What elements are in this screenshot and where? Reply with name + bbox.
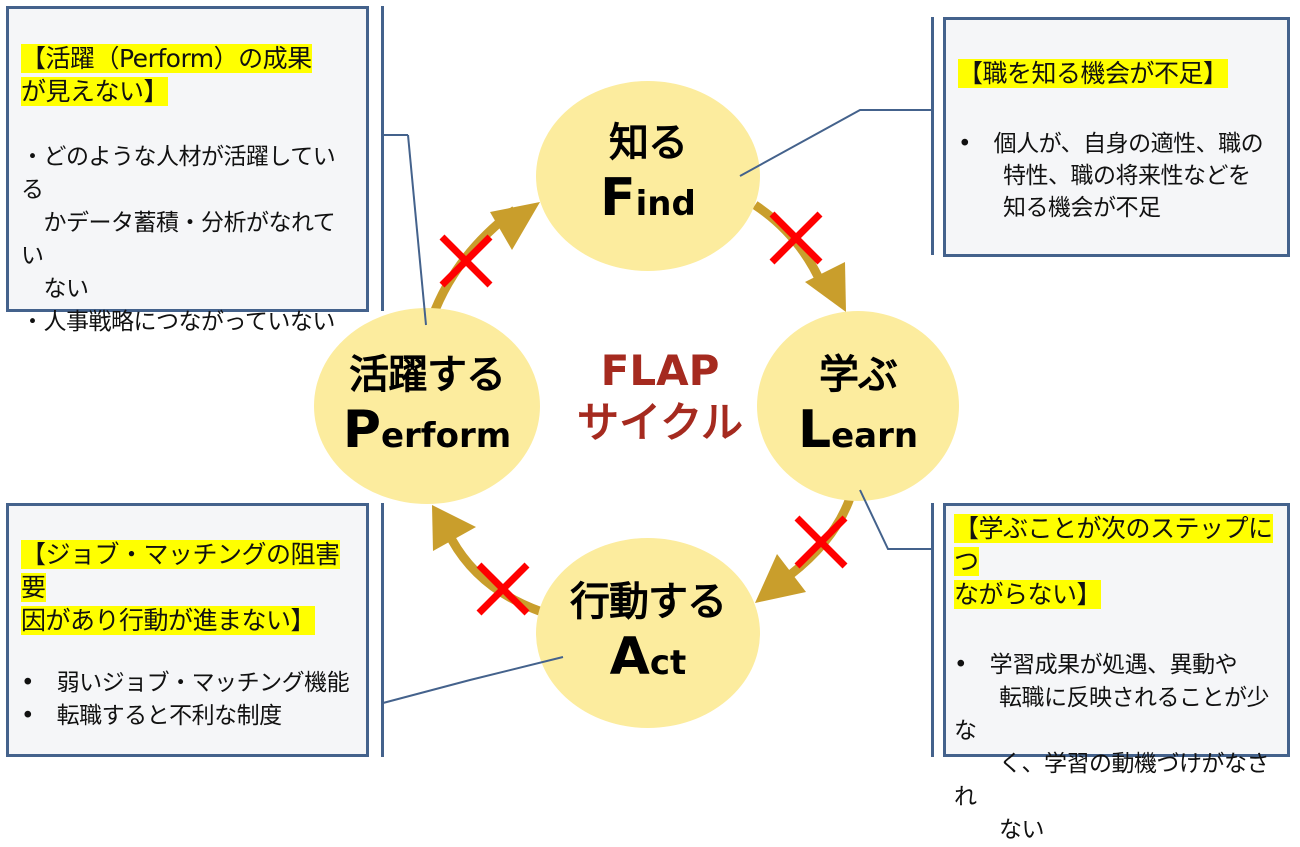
issue-bullet: 知る機会が不足 (958, 195, 1161, 221)
issue-bullet: • 個人が、自身の適性、職の (958, 131, 1264, 157)
stage-en-rest: ct (649, 643, 687, 683)
issue-bullet: かデータ蓄積・分析がなれてい (21, 210, 336, 269)
stage-circle-act (536, 538, 760, 728)
cross-learn-act (794, 515, 848, 569)
issue-heading: 因があり行動が進まない】 (21, 606, 316, 635)
stage-circle-find (536, 81, 760, 271)
stage-en-label: Perform (307, 400, 547, 466)
stage-jp-label: 行動する (570, 579, 727, 625)
stage-label-find: 知る Find (548, 118, 748, 234)
cycle-title: FLAP サイクル (560, 345, 760, 449)
connector-act (382, 656, 564, 704)
arrow-head-find (490, 202, 540, 250)
issue-bullet: 転職に反映されることが少な (954, 685, 1270, 744)
issue-box-find: 【職を知る機会が不足】 • 個人が、自身の適性、職の 特性、職の将来性などを 知… (943, 17, 1290, 257)
issue-heading: 【ジョブ・マッチングの阻害要 (21, 540, 340, 602)
stage-label-learn: 学ぶ Learn (758, 350, 958, 466)
cross-find-learn (769, 211, 823, 265)
connector-find (739, 109, 933, 177)
issue-box-perform: 【活躍（Perform）の成果が見えない】 ・どのような人材が活躍している かデ… (6, 6, 369, 335)
stage-label-act: 行動する Act (528, 577, 768, 693)
stage-en-label: Act (528, 627, 768, 693)
cycle-title-line2: サイクル (577, 398, 743, 447)
issue-heading: ながらない】 (954, 580, 1102, 609)
issue-bullet: • 学習成果が処遇、異動や (954, 652, 1238, 678)
issue-box-learn: 【学ぶことが次のステップにつながらない】 • 学習成果が処遇、異動や 転職に反映… (943, 503, 1290, 843)
stage-jp-label: 活躍する (349, 352, 506, 398)
stage-label-perform: 活躍する Perform (307, 350, 547, 466)
flap-cycle-diagram (314, 81, 959, 728)
connector-learn (859, 489, 933, 550)
issue-bullet: ない (954, 817, 1045, 843)
stage-en-initial: A (609, 627, 650, 687)
issue-heading: 【職を知る機会が不足】 (958, 59, 1228, 88)
issue-bullet: く、学習の動機づけがなされ (954, 751, 1270, 810)
issue-bullet: ・どのような人材が活躍している (21, 144, 336, 203)
stage-en-rest: ind (635, 184, 696, 224)
bracket-learn (931, 503, 934, 757)
issue-heading: が見えない】 (21, 77, 169, 106)
issue-bullet: • 弱いジョブ・マッチング機能 (21, 670, 350, 696)
stage-jp-label: 知る (609, 120, 688, 166)
issue-bullet: ない (21, 276, 90, 302)
bracket-act (381, 503, 384, 757)
issue-box-act: 【ジョブ・マッチングの阻害要因があり行動が進まない】 • 弱いジョブ・マッチング… (6, 503, 369, 757)
stage-en-label: Find (548, 168, 748, 234)
stage-en-label: Learn (758, 400, 958, 466)
stage-circle-perform (314, 308, 540, 504)
issue-bullet: ・人事戦略につながっていない (21, 309, 335, 335)
arrow-head-perform (432, 505, 476, 551)
issue-bullet: • 転職すると不利な制度 (21, 703, 282, 729)
cross-act-perform (476, 562, 530, 616)
stage-en-rest: earn (831, 416, 919, 456)
arrow-act-to-perform (448, 537, 544, 617)
stage-en-rest: erform (380, 416, 512, 456)
stage-circle-learn (757, 311, 959, 501)
stage-jp-label: 学ぶ (819, 352, 898, 398)
cross-perform-find (439, 234, 493, 288)
stage-en-initial: F (600, 168, 636, 228)
stage-en-initial: L (797, 400, 832, 460)
cycle-title-line1: FLAP (600, 346, 720, 395)
connector-perform-b (407, 134, 427, 326)
bracket-find (931, 17, 934, 255)
issue-heading: 【活躍（Perform）の成果 (21, 44, 312, 73)
bracket-perform (381, 6, 384, 311)
issue-bullet: 特性、職の将来性などを (958, 163, 1251, 189)
arrow-head-learn (805, 262, 846, 312)
arrow-head-act (755, 554, 806, 603)
issue-heading: 【学ぶことが次のステップにつ (954, 514, 1273, 576)
stage-en-initial: P (342, 400, 381, 460)
